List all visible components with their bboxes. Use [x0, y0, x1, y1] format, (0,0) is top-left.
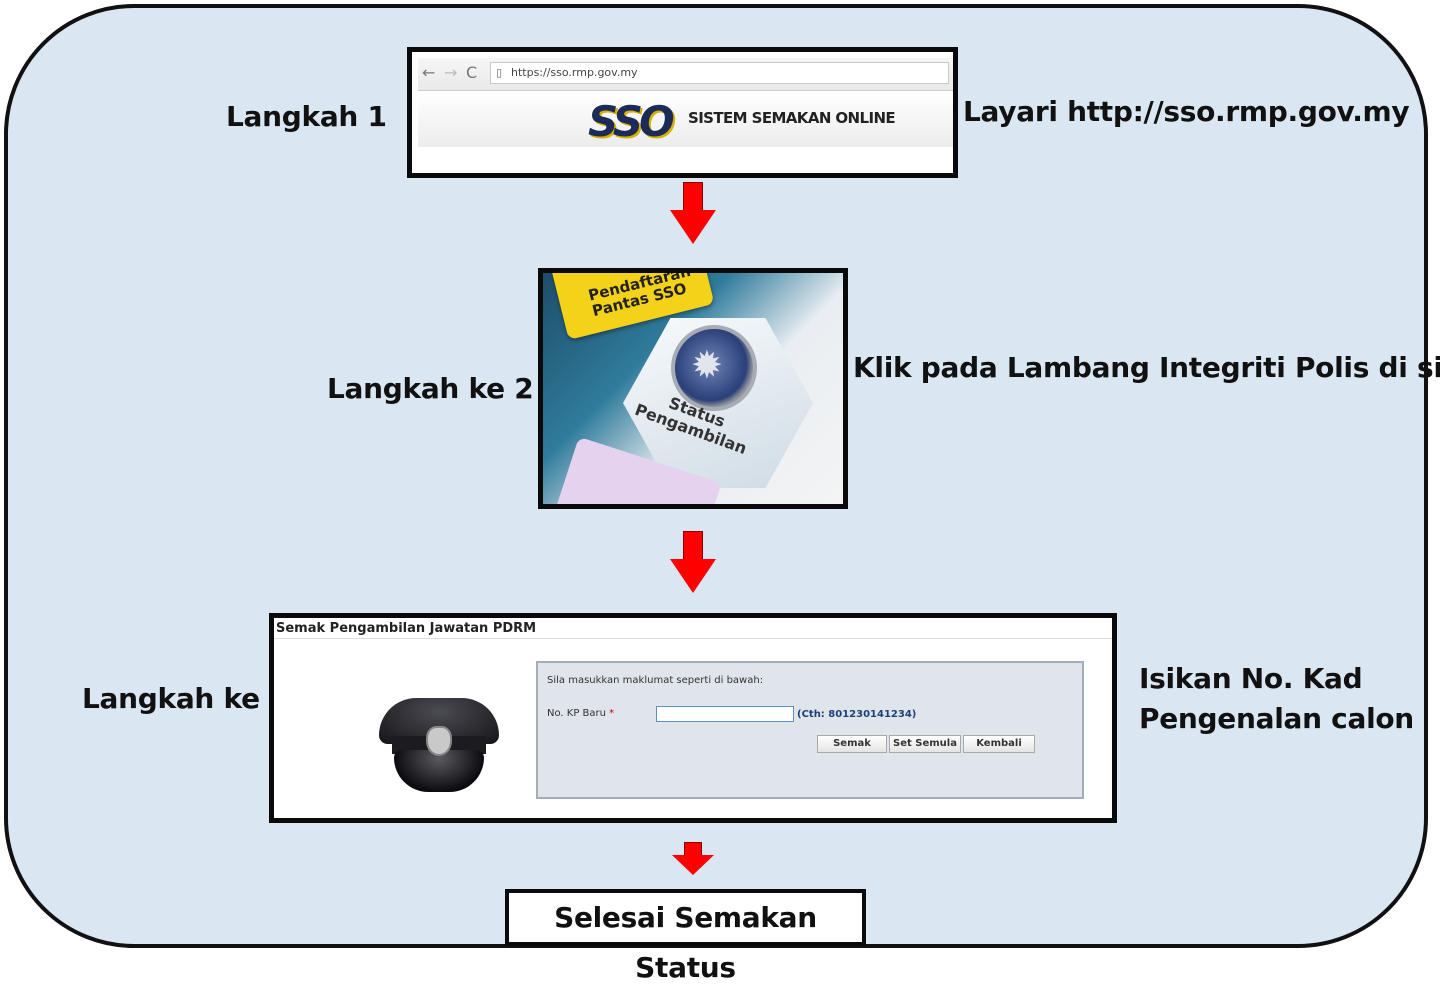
final-step-box: Selesai Semakan Status [505, 889, 866, 984]
step-3-description-line-2: Pengenalan calon [1139, 702, 1414, 735]
forward-arrow-icon: → [444, 63, 458, 82]
police-integrity-badge-icon[interactable] [671, 325, 757, 411]
required-marker: * [609, 708, 615, 719]
arrow-down-icon [670, 531, 716, 593]
ic-check-form: Sila masukkan maklumat seperti di bawah:… [536, 661, 1084, 799]
form-intro: Sila masukkan maklumat seperti di bawah: [547, 675, 764, 686]
police-cap-image [374, 698, 504, 794]
arrow-down-icon [672, 842, 714, 876]
step-2-description: Klik pada Lambang Integriti Polis di sin… [853, 351, 1440, 384]
step-3-screenshot: Semak Pengambilan Jawatan PDRM Sila masu… [269, 613, 1117, 823]
page-icon: ▯ [496, 66, 503, 79]
cap-badge-icon [426, 726, 452, 756]
ic-field-label: No. KP Baru * [547, 708, 615, 719]
step-2-screenshot: Pendaftaran Pantas SSO ✹ Status Pengambi… [538, 268, 848, 509]
reload-icon: C [466, 63, 478, 82]
address-bar-url: https://sso.rmp.gov.my [511, 66, 638, 79]
step-1-screenshot: ← → C ▯ https://sso.rmp.gov.my SSO SISTE… [407, 47, 958, 178]
step-2-label: Langkah ke 2 [327, 372, 534, 405]
sso-banner: SSO SISTEM SEMAKAN ONLINE [418, 91, 953, 147]
ic-number-input[interactable] [656, 706, 794, 722]
arrow-down-icon [670, 182, 716, 244]
step-3-description-line-1: Isikan No. Kad [1139, 662, 1363, 695]
sso-logo: SSO [588, 97, 675, 146]
step-3-label: Langkah ke 3 [82, 682, 289, 715]
semak-button[interactable]: Semak [817, 735, 887, 753]
form-title: Semak Pengambilan Jawatan PDRM [276, 621, 537, 636]
back-arrow-icon: ← [422, 63, 436, 82]
step-1-label: Langkah 1 [226, 100, 387, 133]
badge-star-icon: ✹ [691, 343, 723, 387]
step-1-description: Layari http://sso.rmp.gov.my [963, 95, 1410, 128]
browser-toolbar: ← → C ▯ https://sso.rmp.gov.my [418, 58, 953, 91]
ic-example-hint: (Cth: 801230141234) [797, 709, 917, 720]
address-bar: ▯ https://sso.rmp.gov.my [490, 62, 949, 84]
step-3-description: Isikan No. Kad Pengenalan calon [1139, 659, 1414, 739]
kembali-button[interactable]: Kembali [963, 735, 1035, 753]
form-divider [274, 638, 1112, 639]
set-semula-button[interactable]: Set Semula [889, 735, 961, 753]
sso-logo-subtitle: SISTEM SEMAKAN ONLINE [688, 109, 896, 127]
